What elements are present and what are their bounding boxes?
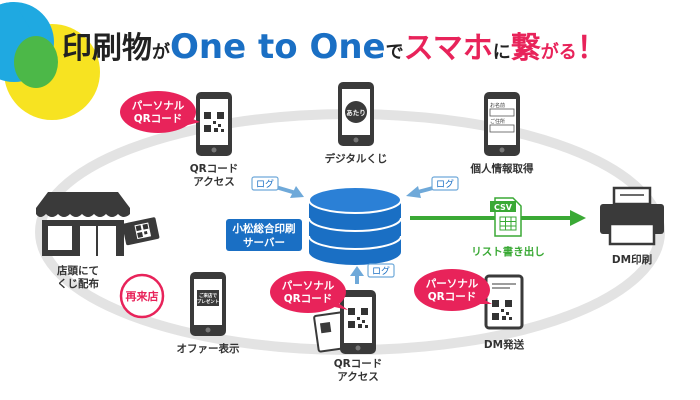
phone-personal-info: お名前 ご住所 [484, 92, 520, 156]
name-field-box [489, 108, 515, 117]
log-arrow-left: ログ [251, 176, 304, 198]
phone-qr-bottom [340, 290, 376, 354]
qr-bottom-label-line2: アクセス [337, 371, 378, 383]
svg-text:パーソナル: パーソナル [282, 280, 335, 292]
green-blob [14, 36, 58, 88]
server-database-icon [308, 186, 402, 265]
phone-offer: ご来店で プレゼント [190, 272, 226, 336]
svg-text:ご来店で: ご来店で [199, 292, 217, 299]
offer-banner [197, 290, 219, 306]
address-field-box [489, 124, 515, 133]
svg-text:プレゼント: プレゼント [197, 298, 220, 305]
offer-label: オファー表示 [177, 342, 240, 355]
page-title: 印刷物がOne to Oneでスマホに繋がる！ [62, 27, 607, 67]
shop-label-line1: 店頭にて [56, 264, 99, 277]
svg-text:小松総合印刷: 小松総合印刷 [232, 222, 296, 235]
svg-text:QRコード: QRコード [428, 291, 477, 303]
dm-print-label: DM印刷 [612, 253, 652, 266]
svg-text:お名前: お名前 [490, 102, 505, 109]
server-label: 小松総合印刷 サーバー [226, 219, 302, 251]
qr-bottom-label-line1: QRコード [334, 358, 383, 370]
lottery-win-icon [345, 101, 367, 123]
svg-text:あたり: あたり [346, 108, 366, 117]
svg-text:パーソナル: パーソナル [426, 278, 479, 290]
log-arrow-right: ログ [406, 176, 459, 198]
qr-code-icon [204, 112, 224, 132]
dm-postcard-icon [484, 274, 524, 330]
decorative-blobs [0, 2, 100, 120]
lottery-ticket-icon [122, 217, 160, 246]
qr-code-icon [492, 300, 512, 320]
printer-icon [600, 186, 664, 246]
svg-text:サーバー: サーバー [243, 237, 285, 249]
svg-text:QRコード: QRコード [284, 293, 333, 305]
csv-file-label: CSV [494, 203, 513, 212]
svg-text:再来店: 再来店 [126, 289, 159, 303]
log-arrow-bottom: ログ [350, 263, 395, 284]
log-label-left: ログ [256, 178, 274, 190]
shop-storefront-icon [36, 192, 130, 256]
phone-digital-lottery: あたり [338, 82, 374, 146]
svg-text:ご住所: ご住所 [490, 118, 505, 125]
phone-qr-top [196, 92, 232, 156]
csv-caption: リスト書き出し [471, 245, 545, 258]
csv-file-icon: CSV [490, 197, 522, 237]
personal-qr-badge-3: パーソナル QRコード [414, 269, 492, 311]
csv-export-arrow [410, 210, 586, 226]
revisit-badge: 再来店 [119, 273, 165, 319]
svg-text:パーソナル: パーソナル [132, 100, 185, 112]
qr-top-label-line1: QRコード [190, 163, 239, 175]
shop-label-line2: くじ配布 [57, 277, 99, 290]
personal-qr-badge-2: パーソナル QRコード [270, 271, 348, 313]
qr-top-label-line2: アクセス [193, 176, 234, 188]
svg-text:QRコード: QRコード [134, 113, 183, 125]
log-label-right: ログ [436, 178, 454, 190]
personal-qr-badge-1: パーソナル QRコード [120, 91, 200, 133]
dm-ship-label: DM発送 [484, 338, 525, 351]
qr-code-icon [348, 308, 368, 328]
lottery-label: デジタルくじ [325, 152, 388, 165]
personal-info-label: 個人情報取得 [470, 162, 534, 175]
log-label-bottom: ログ [372, 265, 390, 277]
